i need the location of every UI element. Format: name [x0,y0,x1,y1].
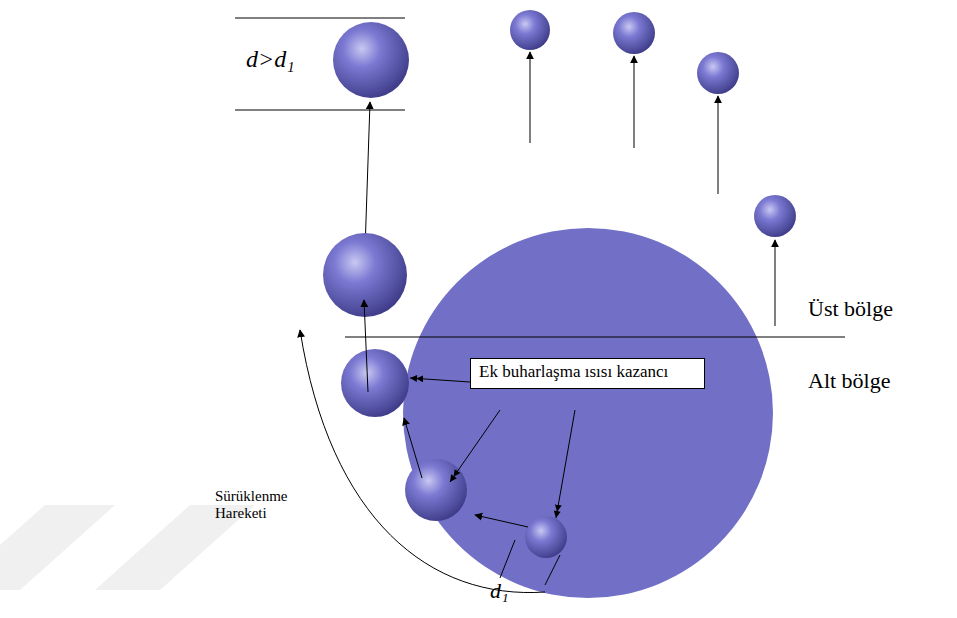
motion-label: Sürüklenme Hareketi [215,488,305,523]
callout-box: Ek buharlaşma ısısı kazancı [470,358,705,389]
callout-text: Ek buharlaşma ısısı kazancı [479,362,696,382]
zone-label: Üst bölge [808,296,893,322]
diameter-label: d>d₁ [246,46,295,73]
diameter-label: d₁ [490,578,509,604]
zone-label: Alt bölge [808,368,891,394]
